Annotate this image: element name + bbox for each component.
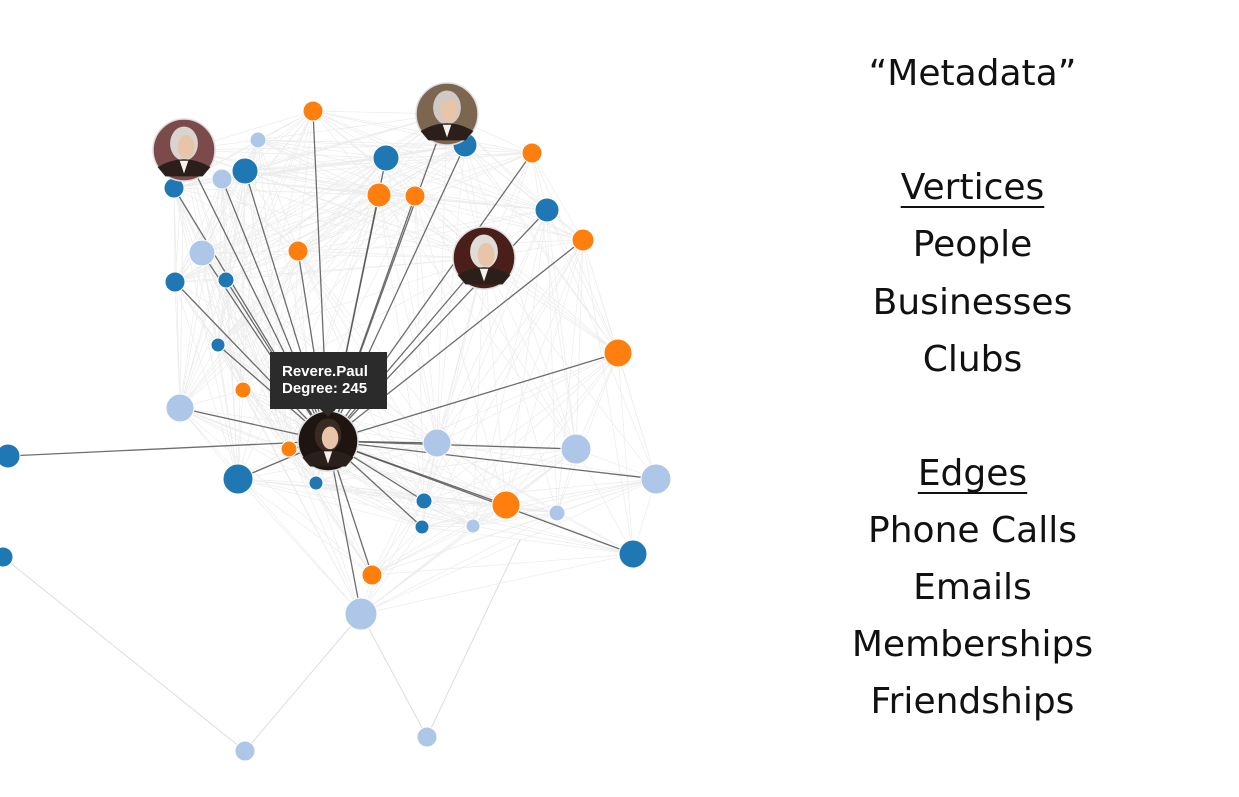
dark-blue-node xyxy=(217,271,235,289)
hub-edge xyxy=(327,352,619,442)
portrait-face xyxy=(321,426,339,450)
portrait-face xyxy=(177,135,195,159)
faint-edge xyxy=(244,613,362,752)
dark-blue-node xyxy=(372,144,400,172)
portrait-collar xyxy=(323,451,333,464)
network-graph xyxy=(0,82,672,762)
light-blue-node xyxy=(165,393,195,423)
nodes xyxy=(0,100,672,762)
edges-heading: Edges xyxy=(917,453,1028,494)
faint-edge xyxy=(426,539,521,738)
hub-edge xyxy=(327,440,657,480)
dark-blue-node xyxy=(0,546,14,568)
dark-blue-node xyxy=(415,492,433,510)
light-blue-node xyxy=(548,504,566,522)
tooltip-arrow xyxy=(320,409,336,417)
light-blue-node xyxy=(465,518,481,534)
portrait-face xyxy=(477,243,495,267)
faint-edges xyxy=(2,110,657,752)
tooltip-degree: Degree: 245 xyxy=(282,380,368,397)
dark-blue-node xyxy=(618,539,648,569)
portrait-collar xyxy=(479,268,489,282)
orange-node xyxy=(302,100,324,122)
light-blue-node xyxy=(211,168,233,190)
dark-blue-node xyxy=(164,271,186,293)
portrait-avatar-icon xyxy=(415,82,479,146)
light-blue-node xyxy=(422,428,452,458)
light-blue-node xyxy=(234,740,256,762)
edge-item: Friendships xyxy=(870,681,1075,722)
vertices-heading: Vertices xyxy=(900,167,1045,208)
edge-item: Memberships xyxy=(851,624,1094,665)
dark-blue-node xyxy=(0,443,21,469)
portrait-face xyxy=(440,99,458,123)
dark-blue-node xyxy=(308,475,324,491)
orange-node xyxy=(361,564,383,586)
edge-item: Phone Calls xyxy=(868,510,1077,551)
portrait-collar xyxy=(442,124,452,138)
orange-node xyxy=(280,440,298,458)
portrait-collar xyxy=(179,160,189,174)
light-blue-node xyxy=(640,463,672,495)
light-blue-node xyxy=(416,726,438,748)
hub-edge xyxy=(327,257,485,442)
vertex-item: Clubs xyxy=(922,339,1023,380)
orange-node xyxy=(491,490,521,520)
dark-blue-node xyxy=(210,337,226,353)
portrait-avatar-icon xyxy=(297,410,359,472)
orange-node xyxy=(234,381,252,399)
light-blue-node xyxy=(188,239,216,267)
orange-node xyxy=(571,228,595,252)
metadata-title: “Metadata” xyxy=(868,53,1077,94)
orange-node xyxy=(366,182,392,208)
dark-blue-node xyxy=(534,197,560,223)
hub-edge xyxy=(327,440,634,555)
portraits xyxy=(152,82,516,472)
orange-node xyxy=(287,240,309,262)
dark-blue-node xyxy=(231,157,259,185)
edge-item: Emails xyxy=(913,567,1032,608)
metadata-panel: “Metadata” Vertices People Businesses Cl… xyxy=(800,0,1145,797)
dark-blue-node xyxy=(222,463,254,495)
orange-node xyxy=(404,185,426,207)
node-tooltip: Revere.Paul Degree: 245 xyxy=(270,352,387,409)
hub-edge xyxy=(327,440,577,450)
faint-edge xyxy=(360,613,428,738)
tooltip-name: Revere.Paul xyxy=(282,363,368,380)
vertex-item: People xyxy=(912,224,1033,265)
light-blue-node xyxy=(249,131,267,149)
portrait-avatar-icon xyxy=(452,226,516,290)
background-edge-mesh xyxy=(173,110,657,615)
light-blue-node xyxy=(344,597,378,631)
dark-blue-node xyxy=(414,519,430,535)
hub-edge xyxy=(7,440,329,457)
light-blue-node xyxy=(560,433,592,465)
vertex-item: Businesses xyxy=(872,282,1073,323)
orange-node xyxy=(603,338,633,368)
orange-node xyxy=(521,142,543,164)
portrait-avatar-icon xyxy=(152,118,216,182)
faint-edge xyxy=(2,556,246,752)
hub-edge xyxy=(174,281,329,442)
